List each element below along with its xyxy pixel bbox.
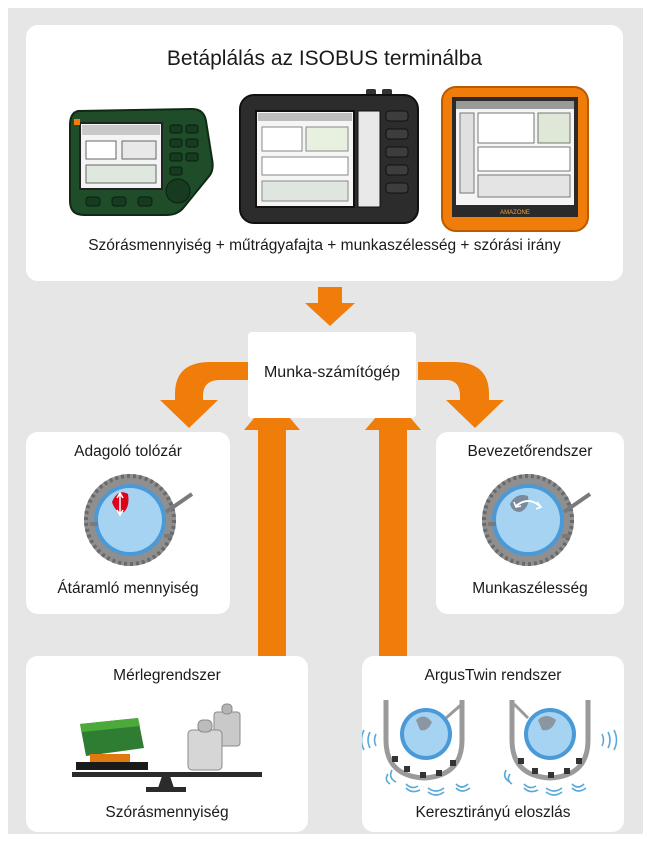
isobus-title: Betáplálás az ISOBUS terminálba bbox=[166, 47, 483, 70]
terminal-amatron4-icon: AMAZONE bbox=[441, 86, 589, 232]
weighing-system-title: Mérlegrendszer bbox=[113, 667, 221, 684]
arrow-center-to-left bbox=[160, 362, 248, 428]
weighing-system-card: Mérlegrendszer Szórásmennyiség bbox=[26, 656, 308, 832]
transverse-distribution-caption: Keresztirányú eloszlás bbox=[415, 804, 571, 821]
metering-slide-title: Adagoló tolózár bbox=[74, 443, 182, 460]
arrow-top-to-center bbox=[305, 287, 355, 326]
work-computer-label: Munka-számítógép bbox=[263, 364, 401, 381]
weighing-scale-icon bbox=[72, 703, 262, 792]
flow-quantity-caption: Átáramló mennyiség bbox=[57, 580, 199, 597]
working-width-caption: Munkaszélesség bbox=[472, 580, 588, 597]
argustwin-title: ArgusTwin rendszer bbox=[424, 667, 562, 684]
argustwin-sensors-icon bbox=[362, 700, 618, 796]
isobus-caption: Szórásmennyiség + műtrágyafajta + munkas… bbox=[88, 237, 561, 254]
metering-slide-card: Adagoló tolózár Átáramló mennyiség bbox=[26, 432, 230, 614]
feed-disc-icon bbox=[482, 474, 592, 566]
terminal-amapad-icon bbox=[239, 89, 419, 224]
work-computer-box: Munka-számítógép bbox=[248, 332, 416, 418]
isobus-terminal-card: Betáplálás az ISOBUS terminálba bbox=[26, 25, 623, 281]
feed-system-card: Bevezetőrendszer Munkaszélesség bbox=[436, 432, 624, 614]
application-rate-caption: Szórásmennyiség bbox=[105, 804, 229, 821]
metering-disc-icon bbox=[84, 474, 194, 566]
arrow-center-to-right bbox=[418, 362, 504, 428]
arrow-bottom-left-up bbox=[244, 397, 300, 680]
feed-system-title: Bevezetőrendszer bbox=[467, 443, 593, 460]
terminal-brand-label: AMAZONE bbox=[500, 210, 530, 216]
arrow-bottom-right-up bbox=[365, 397, 421, 680]
terminal-amatron-icon bbox=[69, 107, 214, 216]
argustwin-card: ArgusTwin rendszer Keresztir bbox=[362, 656, 624, 832]
